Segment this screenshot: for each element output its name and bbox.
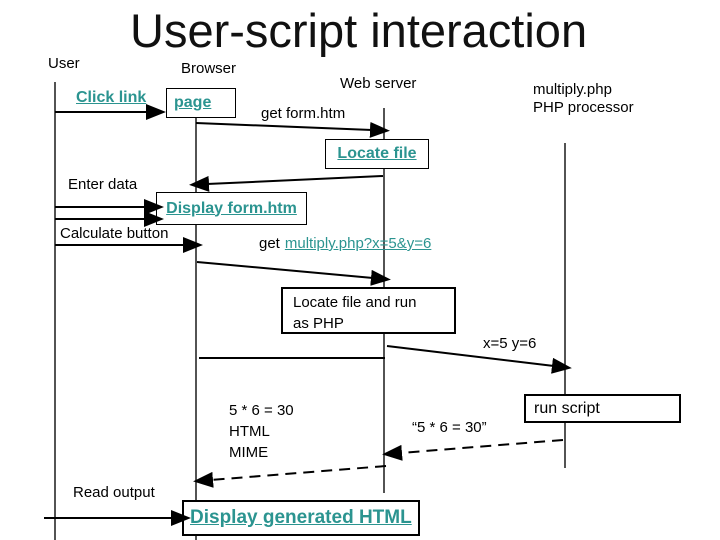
locate-run-box: Locate file and run as PHP — [281, 287, 456, 334]
php-label-line1: multiply.php — [533, 81, 612, 98]
locate-run-line2: as PHP — [293, 315, 344, 332]
read-output-label: Read output — [73, 484, 155, 501]
actor-label-php-processor: multiply.php PHP processor — [533, 81, 634, 117]
result-line1: 5 * 6 = 30 — [229, 402, 294, 419]
display-form-link[interactable]: Display form.htm — [166, 199, 297, 217]
result-line3: MIME — [229, 444, 269, 461]
display-generated-box: Display generated HTML — [182, 500, 420, 536]
locate-file-box: Locate file — [325, 139, 429, 169]
run-script-box: run script — [524, 394, 681, 423]
display-form-box: Display form.htm — [156, 192, 307, 225]
xy-values-label: x=5 y=6 — [483, 335, 537, 352]
multiply-query-link[interactable]: multiply.php?x=5&y=6 — [284, 235, 432, 252]
actor-label-browser: Browser — [181, 60, 237, 77]
quoted-result-label: “5 * 6 = 30” — [412, 419, 487, 436]
actor-label-web-server: Web server — [340, 75, 417, 92]
locate-file-link[interactable]: Locate file — [337, 145, 417, 162]
get-form-label: get form.htm — [261, 105, 346, 122]
get-prefix: get — [259, 235, 280, 252]
result-line2: HTML — [229, 423, 270, 440]
result-box: 5 * 6 = 30 HTML MIME — [199, 357, 385, 462]
page-box: page — [166, 88, 236, 118]
locate-run-line1: Locate file and run — [293, 294, 417, 311]
slide-title: User-script interaction — [130, 4, 588, 57]
enter-data-label: Enter data — [68, 176, 138, 193]
click-link-label[interactable]: Click link — [76, 89, 147, 106]
actor-label-user: User — [48, 55, 80, 72]
page-link[interactable]: page — [174, 94, 212, 111]
calculate-button-label: Calculate button — [60, 225, 169, 242]
run-script-label: run script — [534, 399, 600, 417]
display-generated-link[interactable]: Display generated HTML — [190, 507, 412, 528]
php-label-line2: PHP processor — [533, 99, 634, 116]
